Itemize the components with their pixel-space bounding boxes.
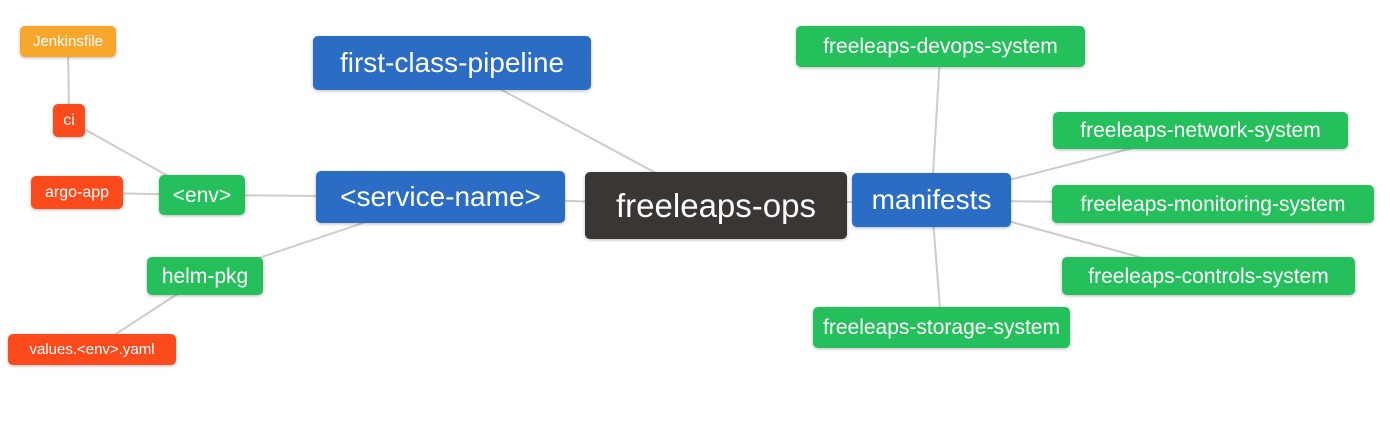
node-jenkinsfile[interactable]: Jenkinsfile xyxy=(20,26,116,57)
node-helm-pkg[interactable]: helm-pkg xyxy=(147,257,263,295)
node-devops-system[interactable]: freeleaps-devops-system xyxy=(796,26,1085,67)
node-freeleaps-ops[interactable]: freeleaps-ops xyxy=(585,172,847,239)
node-controls-system[interactable]: freeleaps-controls-system xyxy=(1062,257,1355,295)
node-service-name[interactable]: <service-name> xyxy=(316,171,565,223)
node-ci[interactable]: ci xyxy=(53,104,85,137)
node-argo-app[interactable]: argo-app xyxy=(31,176,123,209)
node-values-env-yaml[interactable]: values.<env>.yaml xyxy=(8,334,176,365)
node-manifests[interactable]: manifests xyxy=(852,173,1011,227)
node-storage-system[interactable]: freeleaps-storage-system xyxy=(813,307,1070,348)
node-first-class-pipeline[interactable]: first-class-pipeline xyxy=(313,36,591,90)
node-monitoring-system[interactable]: freeleaps-monitoring-system xyxy=(1052,185,1374,223)
node-network-system[interactable]: freeleaps-network-system xyxy=(1053,112,1348,149)
node-env[interactable]: <env> xyxy=(159,175,245,215)
